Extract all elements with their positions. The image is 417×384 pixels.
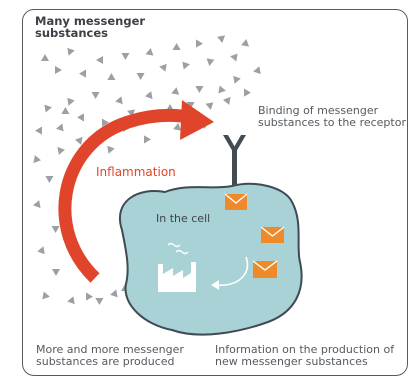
feedback-arrowhead (211, 280, 219, 290)
messenger-substance-triangle (145, 91, 153, 100)
factory-icon (158, 242, 196, 292)
messenger-substance-triangle (127, 109, 136, 117)
messenger-substance-triangle (182, 61, 190, 70)
messenger-substance-triangle (223, 96, 231, 105)
messenger-substance-triangle (67, 296, 75, 305)
messenger-substance-triangle (67, 97, 75, 106)
messenger-substance-triangle (75, 136, 83, 145)
messenger-substance-triangle (218, 85, 226, 94)
messenger-substance-triangle (107, 73, 116, 80)
messenger-substance-triangle (136, 73, 145, 80)
messenger-substance-triangle (52, 269, 60, 276)
messenger-substance-triangle (107, 145, 115, 154)
messenger-substance-triangle (35, 126, 42, 135)
messenger-substance-triangle (91, 92, 100, 99)
messenger-substance-triangle (95, 298, 104, 305)
messenger-substance-triangle (44, 104, 52, 113)
messenger-substance-triangle (171, 87, 180, 95)
feedback-arrow (215, 256, 249, 286)
cell-body (119, 182, 303, 336)
messenger-substance-triangle (41, 54, 49, 61)
messenger-substance-triangle (121, 53, 130, 60)
messenger-substance-triangle (115, 96, 123, 105)
messenger-substance-triangle (61, 107, 70, 114)
messenger-substance-triangle (172, 43, 181, 50)
envelope-icon (252, 260, 278, 278)
inflammation-arrowhead (180, 100, 214, 140)
messenger-substance-triangle (42, 291, 50, 300)
messenger-substance-triangle (196, 39, 203, 48)
messenger-substance-triangle (110, 289, 118, 298)
messenger-substance-triangle (195, 86, 204, 93)
messenger-substance-triangle (33, 155, 41, 164)
in-the-cell-label: In the cell (156, 212, 211, 225)
messenger-substance-triangle (230, 53, 238, 62)
more-produced-label: More and more messenger substances are p… (36, 343, 184, 368)
messenger-substance-triangle (77, 113, 84, 122)
messenger-substance-triangle (173, 123, 182, 131)
diagram-title: Many messenger substances (35, 14, 146, 40)
messenger-substance-triangle (55, 66, 62, 74)
messenger-substance-triangle (244, 88, 251, 97)
messenger-substance-triangle (253, 66, 261, 75)
messenger-substance-triangle (102, 118, 109, 127)
receptor-binding-label: Binding of messenger substances to the r… (258, 104, 406, 129)
inflammation-arrow (58, 108, 197, 283)
messenger-substance-triangle (144, 135, 151, 144)
information-label: Information on the production of new mes… (215, 343, 395, 368)
messenger-substance-triangle (33, 200, 41, 209)
messenger-substance-triangle (45, 176, 54, 183)
messenger-substance-triangle (241, 39, 250, 47)
messenger-substance-triangle (79, 69, 86, 78)
inflammation-label: Inflammation (96, 165, 176, 179)
envelope-icon (224, 193, 248, 210)
messenger-substance-triangle (37, 246, 45, 255)
messenger-substance-triangle (56, 123, 64, 132)
messenger-substance-triangle (186, 102, 195, 109)
messenger-substance-triangle (159, 63, 167, 72)
messenger-substance-triangle (57, 146, 65, 155)
messenger-substance-triangle (233, 75, 241, 84)
messenger-substance-triangle (51, 226, 60, 233)
messenger-substance-triangle (86, 292, 93, 301)
messenger-substance-triangle (217, 35, 226, 43)
messenger-substance-triangle (67, 47, 75, 56)
envelope-icon (260, 226, 285, 243)
receptor-icon (223, 135, 246, 186)
messenger-substance-triangle (206, 58, 215, 66)
messenger-substance-triangle (205, 102, 214, 110)
messenger-substance-triangle (145, 48, 154, 56)
messenger-substance-triangle (96, 56, 103, 64)
